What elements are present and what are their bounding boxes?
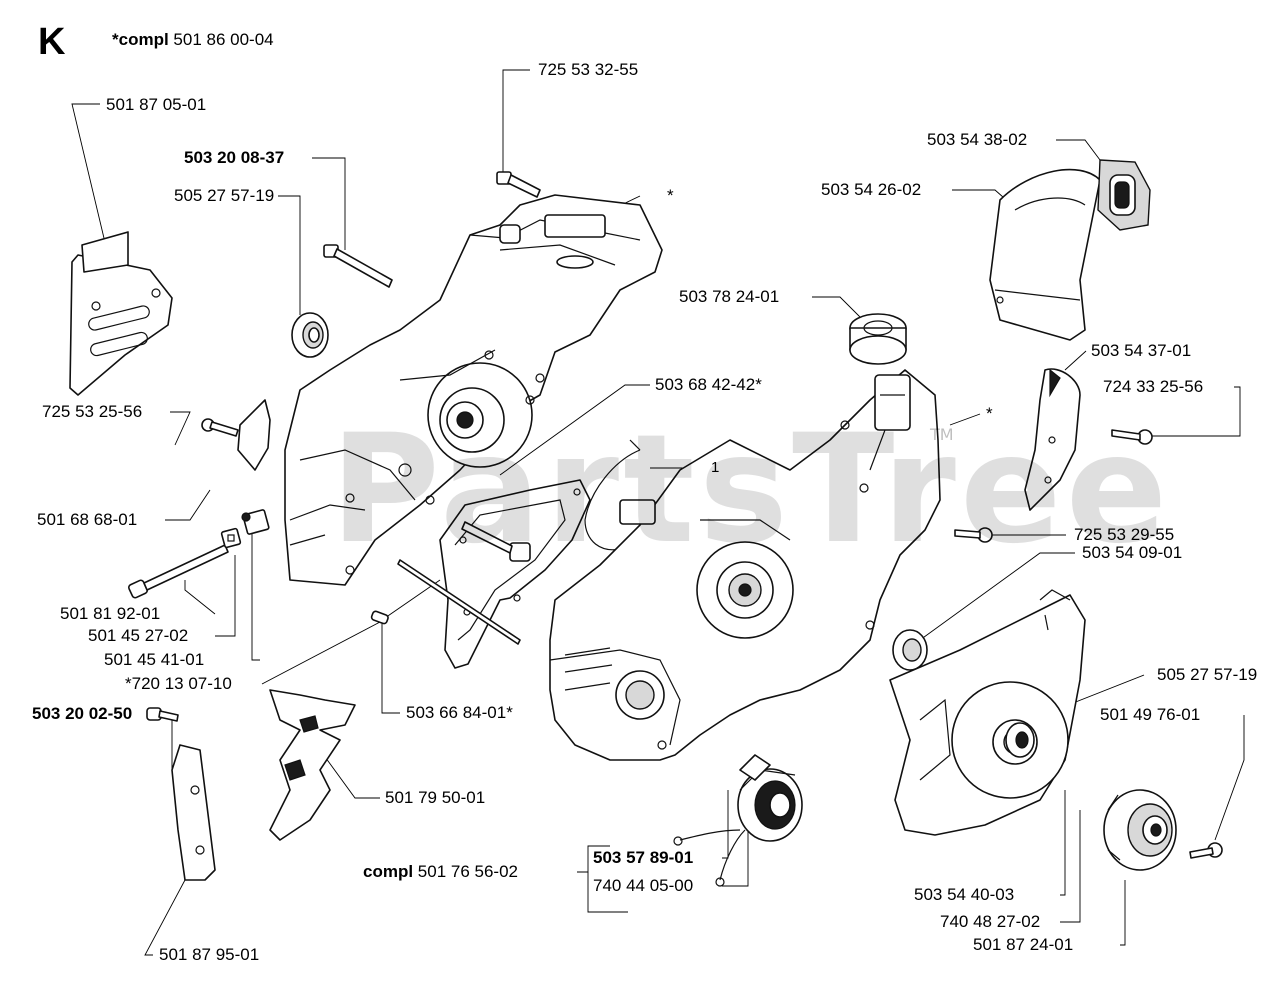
crankcase-right-part (549, 369, 941, 761)
screw-7255325-part (201, 418, 239, 437)
part-label-bold: 503 20 02-50 (32, 704, 133, 723)
screw-7243325-part (1111, 429, 1153, 445)
screw-5018192-part (127, 544, 229, 599)
part-label[interactable]: 725 53 25-56 (42, 402, 143, 421)
part-label[interactable]: 501 45 27-02 (88, 626, 189, 645)
part-label[interactable]: 505 27 57-19 (1157, 665, 1258, 684)
part-label[interactable]: 501 49 76-01 (1100, 705, 1201, 724)
center-bolt-part (461, 521, 531, 562)
spike-bumper-5017950-part (269, 689, 356, 841)
part-label[interactable]: 503 68 42-42* (655, 375, 762, 394)
asterisk-label: * (667, 186, 674, 205)
part-label[interactable]: 503 54 37-01 (1091, 341, 1192, 360)
clip-5016868-part (237, 399, 271, 471)
bolt-7255332-part (496, 171, 541, 198)
part-label[interactable]: 503 20 02-50 (32, 704, 132, 724)
grommet-5035438-part (1097, 159, 1151, 231)
part-label[interactable]: 501 79 50-01 (385, 788, 486, 807)
part-label[interactable]: 503 54 26-02 (821, 180, 922, 199)
watermark-tm: TM (930, 425, 954, 444)
part-label[interactable]: 740 48 27-02 (940, 912, 1041, 931)
nut-5014527-part (220, 527, 242, 549)
pump-5035789-part (737, 754, 803, 842)
cap-5037824-part (849, 313, 907, 365)
part-label[interactable]: 725 53 32-55 (538, 60, 639, 79)
bolt-5032008-part (323, 244, 393, 288)
part-label[interactable]: 501 68 68-01 (37, 510, 138, 529)
partstree-watermark: PartsTree (330, 403, 1172, 577)
part-label[interactable]: *720 13 07-10 (125, 674, 232, 693)
shield-5035437-part (1024, 368, 1081, 511)
compl-part-number: 501 86 00-04 (173, 30, 274, 49)
drum-5018724-part (1103, 789, 1177, 871)
part-label[interactable]: 724 33 25-56 (1103, 377, 1204, 396)
screw-5014976-part (1189, 842, 1223, 859)
part-label[interactable]: 503 66 84-01* (406, 703, 513, 722)
reference-circle-label: 1 (711, 459, 720, 476)
part-label[interactable]: 501 87 95-01 (159, 945, 260, 964)
section-letter: K (38, 21, 66, 63)
plate-5018795-part (171, 744, 216, 881)
seal-5052757-top-part (291, 312, 329, 358)
part-label[interactable]: 503 54 38-02 (927, 130, 1028, 149)
compl-header: *compl 501 86 00-04 (112, 30, 274, 50)
compl-bottom-part: 501 76 56-02 (417, 862, 518, 881)
part-label-bold: 503 20 08-37 (184, 148, 285, 167)
part-label[interactable]: 503 57 89-01 (593, 848, 693, 868)
part-label[interactable]: 501 81 92-01 (60, 604, 161, 623)
part-label[interactable]: 503 20 08-37 (184, 148, 284, 168)
part-label[interactable]: 740 44 05-00 (593, 876, 694, 895)
wire-7404405-part (673, 829, 746, 887)
compl-bottom-prefix: compl (363, 862, 414, 881)
part-label[interactable]: 501 45 41-01 (104, 650, 205, 669)
part-label-bold: 503 57 89-01 (593, 848, 694, 867)
block-5014541-part (241, 509, 270, 535)
cover-5035440-part (889, 589, 1086, 836)
part-label[interactable]: 503 54 40-03 (914, 885, 1015, 904)
asterisk-label: * (986, 404, 993, 423)
seal-5052757-right-part (1005, 722, 1035, 758)
gasket-5036684-part (397, 479, 591, 669)
duct-5035426-part (989, 168, 1101, 341)
part-label[interactable]: 725 53 29-55 (1074, 525, 1175, 544)
guide-plate-part (69, 231, 173, 396)
crankcase-left-part (284, 194, 663, 586)
bushing-5035409-part (892, 629, 928, 671)
pin-7201307-part (370, 610, 389, 625)
part-label[interactable]: 505 27 57-19 (174, 186, 275, 205)
screw-7255329-part (954, 527, 993, 543)
compl-prefix: *compl (112, 30, 169, 49)
screw-5032002-part (146, 707, 179, 722)
part-label[interactable]: 501 87 05-01 (106, 95, 207, 114)
part-label[interactable]: 503 78 24-01 (679, 287, 780, 306)
part-label[interactable]: 503 54 09-01 (1082, 543, 1183, 562)
part-label[interactable]: 501 87 24-01 (973, 935, 1074, 954)
compl-bottom-label[interactable]: compl 501 76 56-02 (363, 862, 518, 882)
